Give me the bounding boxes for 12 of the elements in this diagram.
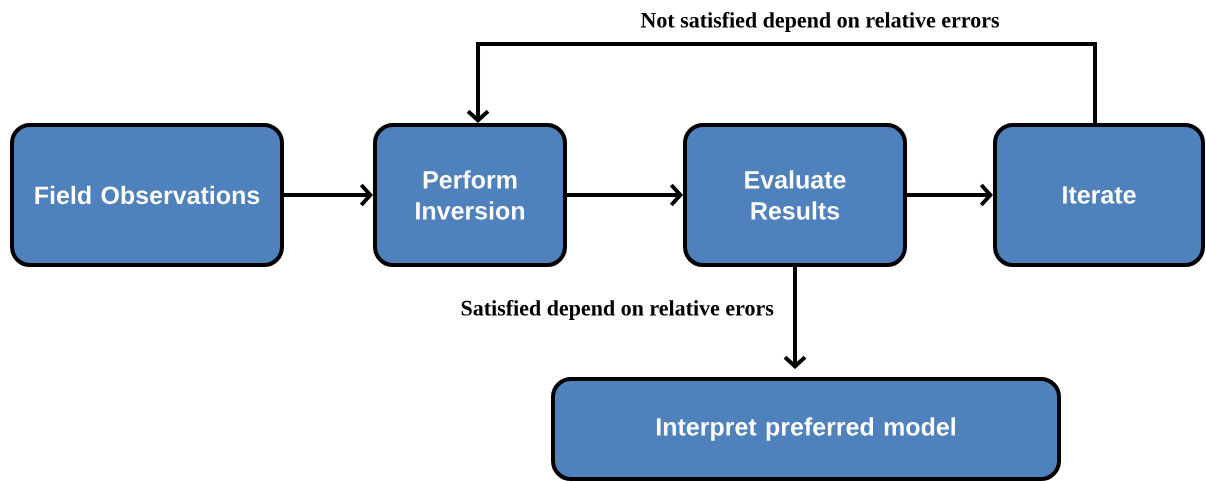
edge-label: Not satisfied depend on relative errors (639, 10, 1001, 34)
process-box: Field Observations (10, 123, 284, 267)
arrow (466, 42, 1097, 123)
process-box: Interpret preferred model (551, 377, 1061, 481)
process-box: Perform Inversion (373, 123, 567, 267)
arrow (907, 183, 993, 207)
process-box: Iterate (993, 123, 1205, 267)
arrow (783, 267, 807, 369)
arrow (284, 183, 373, 207)
edge-label: Satisfied depend on relative erors (459, 298, 775, 322)
process-box: Evaluate Results (683, 123, 907, 267)
arrow (567, 183, 683, 207)
